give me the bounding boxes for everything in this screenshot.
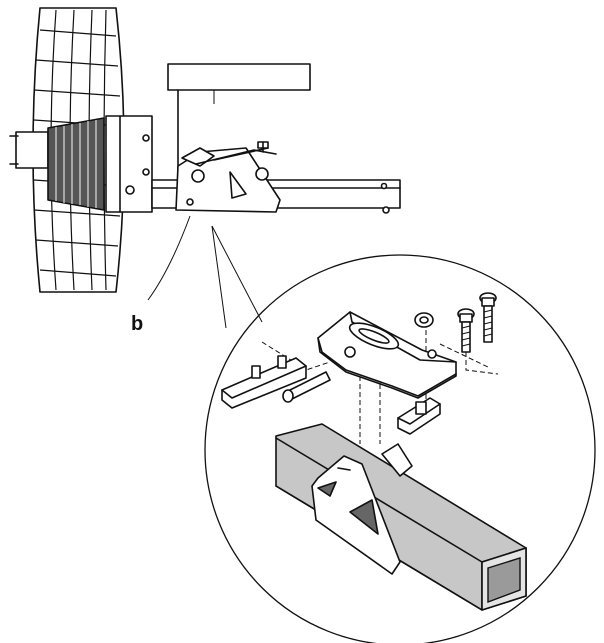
side-bracket xyxy=(311,443,413,575)
callout-label-b: b xyxy=(131,313,144,335)
nut xyxy=(414,312,434,328)
hub-bellows xyxy=(9,117,105,211)
spring-clip xyxy=(397,397,441,435)
axle-frame xyxy=(105,63,401,214)
locking-latch xyxy=(221,355,307,409)
detail-circle xyxy=(204,254,596,643)
hitch-plate xyxy=(317,311,457,399)
bolt-2 xyxy=(479,292,497,343)
bolt-1 xyxy=(457,308,475,353)
callout-leaders xyxy=(147,215,263,329)
pin xyxy=(282,371,331,403)
